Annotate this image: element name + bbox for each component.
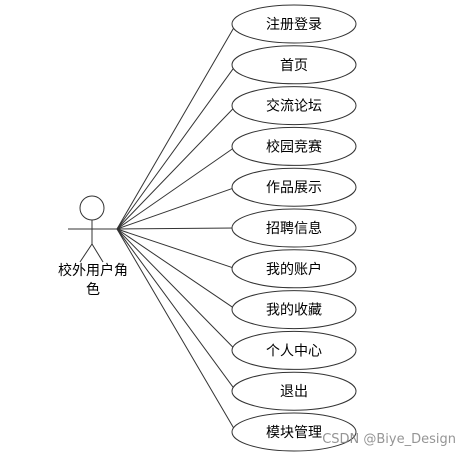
use-case-label: 校园竞赛 (266, 138, 322, 155)
association-line (116, 105, 237, 230)
use-case-label: 交流论坛 (266, 98, 322, 115)
association-line (116, 228, 237, 270)
use-case-label: 首页 (280, 58, 308, 74)
use-case-label: 退出 (280, 384, 308, 400)
use-case: 退出 (231, 371, 357, 411)
actor-figure (68, 195, 117, 263)
use-case-ellipse (231, 412, 357, 452)
use-case-label: 招聘信息 (266, 220, 322, 237)
use-case: 首页 (231, 45, 357, 85)
use-case-label: 模块管理 (266, 425, 322, 441)
association-lines (116, 23, 237, 433)
association-line (116, 227, 237, 230)
actor-right-leg (91, 243, 104, 263)
use-case: 招聘信息 (231, 208, 357, 248)
use-case-ellipse (231, 167, 357, 207)
watermark: CSDN @Biye_Design (322, 432, 456, 447)
use-case-ellipse (231, 290, 357, 330)
use-case: 校园竞赛 (231, 126, 357, 166)
use-case: 我的收藏 (231, 290, 357, 330)
use-case-ellipse (231, 330, 357, 370)
use-case-ellipse (231, 371, 357, 411)
use-case-ellipse (231, 86, 357, 126)
association-line (116, 64, 237, 230)
use-case-label: 我的收藏 (266, 303, 322, 319)
use-case-label: 注册登录 (266, 17, 322, 33)
use-case-ellipse (231, 249, 357, 289)
use-case: 模块管理 (231, 412, 357, 452)
association-line (116, 228, 237, 311)
use-case-label: 个人中心 (266, 343, 322, 359)
use-case-ellipse (231, 126, 357, 166)
actor-label: 校外用户角色 (58, 263, 128, 298)
use-case-ellipse (231, 45, 357, 85)
association-line (116, 186, 237, 230)
actor-left-leg (79, 243, 93, 263)
actor-head (79, 195, 105, 221)
use-case-ellipse (231, 4, 357, 44)
use-case: 交流论坛 (231, 86, 357, 126)
use-case-label: 作品展示 (266, 180, 322, 196)
use-case: 作品展示 (231, 167, 357, 207)
association-line (116, 228, 237, 351)
use-case-ellipse (231, 208, 357, 248)
association-line (116, 145, 237, 230)
use-case: 我的账户 (231, 249, 357, 289)
association-line (116, 23, 237, 230)
use-case: 个人中心 (231, 330, 357, 370)
use-case-label: 我的账户 (266, 261, 322, 278)
use-case: 注册登录 (231, 4, 357, 44)
association-line (116, 228, 237, 433)
association-line (116, 228, 237, 392)
